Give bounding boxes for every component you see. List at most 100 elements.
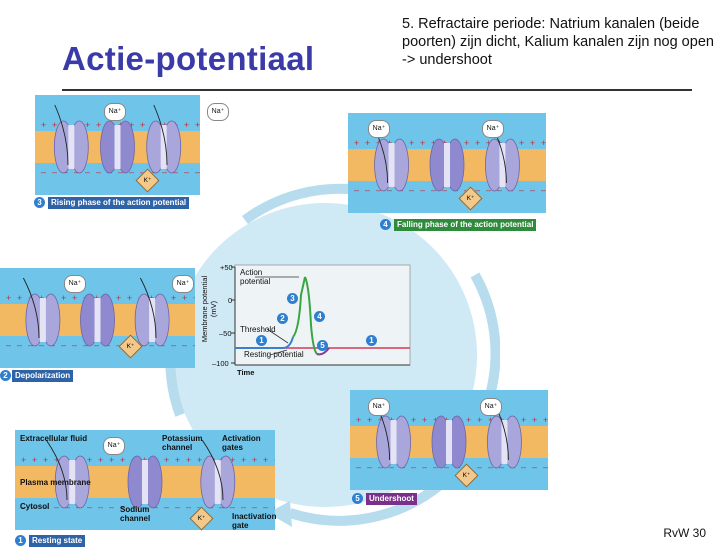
charge-sign: – xyxy=(72,340,77,350)
charge-sign: – xyxy=(164,502,169,512)
charge-sign: – xyxy=(149,340,154,350)
charge-sign: – xyxy=(519,185,524,195)
charge-sign: – xyxy=(94,340,99,350)
channel-pore xyxy=(214,460,221,504)
charge-sign: – xyxy=(193,340,195,350)
phase-number-2: 2 xyxy=(0,370,11,381)
charge-sign: + xyxy=(127,293,132,303)
charge-sign: – xyxy=(532,462,537,472)
channel-pore xyxy=(446,420,452,464)
channel-pore xyxy=(390,420,397,464)
charge-sign: + xyxy=(486,138,491,148)
charge-sign: – xyxy=(541,185,546,195)
caption-undershoot: Undershoot xyxy=(366,493,417,505)
charge-sign: + xyxy=(367,415,372,425)
label-plasma-membrane: Plasma membrane xyxy=(20,478,91,487)
charge-sign: – xyxy=(263,502,268,512)
charge-sign: – xyxy=(175,502,180,512)
charge-sign: + xyxy=(85,120,90,130)
charge-sign: + xyxy=(195,120,200,130)
panel-falling-phase: +–+–+–+–+–+–+–+–+–+–+–+–+–+–+–+–+–+– xyxy=(348,113,546,213)
charge-sign: + xyxy=(541,138,546,148)
charge-sign: – xyxy=(543,462,548,472)
graph-marker-2: 2 xyxy=(277,313,288,324)
charge-sign: + xyxy=(543,415,548,425)
charge-sign: + xyxy=(521,415,526,425)
label-action-potential: Action potential xyxy=(240,268,271,286)
ytick-minus100: –100 xyxy=(212,359,229,368)
charge-sign: + xyxy=(420,138,425,148)
ion-flow-arrow xyxy=(54,104,69,166)
label-potassium-channel: Potassium channel xyxy=(162,434,203,452)
charge-sign: – xyxy=(219,502,224,512)
charge-sign: – xyxy=(98,502,103,512)
graph-xlabel: Time xyxy=(237,368,255,377)
charge-sign: + xyxy=(230,455,235,465)
footer-credit: RvW 30 xyxy=(663,526,706,540)
charge-sign: – xyxy=(32,502,37,512)
channel-pore xyxy=(444,143,450,187)
charge-sign: + xyxy=(532,415,537,425)
charge-sign: + xyxy=(182,293,187,303)
charge-sign: + xyxy=(186,455,191,465)
phase-number-1: 1 xyxy=(15,535,26,546)
charge-sign: – xyxy=(65,502,70,512)
charge-sign: – xyxy=(274,502,275,512)
charge-sign: + xyxy=(431,138,436,148)
charge-sign: – xyxy=(475,185,480,195)
graph-marker-5: 5 xyxy=(317,340,328,351)
graph-marker-3: 3 xyxy=(287,293,298,304)
ion-na: Na⁺ xyxy=(482,120,504,138)
caption-rising-phase: Rising phase of the action potential xyxy=(48,197,190,209)
charge-sign: – xyxy=(431,185,436,195)
caption-falling-phase: Falling phase of the action potential xyxy=(394,219,537,231)
charge-sign: – xyxy=(387,185,392,195)
panel-depolarization: +–+–+–+–+–+–+–+–+–+–+–+–+–+–+–+–+–+– xyxy=(0,268,195,368)
graph-marker-1b: 1 xyxy=(366,335,377,346)
charge-sign: – xyxy=(41,167,46,177)
membrane-illustration: +–+–+–+–+–+–+–+–+–+–+–+–+–+–+–+–+–+–+–+–… xyxy=(15,430,275,530)
charge-sign: + xyxy=(356,415,361,425)
ion-flow-arrow xyxy=(23,277,40,339)
charge-sign: + xyxy=(21,455,26,465)
charge-sign: – xyxy=(162,167,167,177)
charge-sign: – xyxy=(530,185,535,195)
charge-sign: + xyxy=(184,120,189,130)
charge-sign: + xyxy=(43,455,48,465)
charge-sign: + xyxy=(530,138,535,148)
charge-sign: – xyxy=(120,502,125,512)
charge-sign: – xyxy=(409,185,414,195)
ion-flow-arrow xyxy=(45,439,68,501)
charge-sign: – xyxy=(118,167,123,177)
charge-sign: + xyxy=(488,415,493,425)
page-title: Actie-potentiaal xyxy=(62,40,315,77)
charge-sign: – xyxy=(354,185,359,195)
charge-sign: + xyxy=(197,455,202,465)
charge-sign: + xyxy=(41,120,46,130)
charge-sign: – xyxy=(433,462,438,472)
membrane-illustration: +–+–+–+–+–+–+–+–+–+–+–+–+–+–+–+–+–+– xyxy=(0,268,195,368)
charge-sign: – xyxy=(43,502,48,512)
charge-sign: – xyxy=(499,462,504,472)
charge-sign: – xyxy=(376,185,381,195)
charge-sign: – xyxy=(52,167,57,177)
channel-pore xyxy=(69,460,76,504)
charge-sign: – xyxy=(21,502,26,512)
charge-sign: + xyxy=(52,120,57,130)
charge-sign: + xyxy=(354,138,359,148)
charge-sign: + xyxy=(252,455,257,465)
charge-sign: – xyxy=(182,340,187,350)
charge-sign: + xyxy=(54,455,59,465)
charge-sign: + xyxy=(409,138,414,148)
charge-sign: – xyxy=(17,340,22,350)
membrane-illustration: +–+–+–+–+–+–+–+–+–+–+–+–+–+–+–+–+–+– xyxy=(348,113,546,213)
charge-sign: + xyxy=(6,293,11,303)
action-potential-graph xyxy=(231,264,411,366)
label-resting-potential: Resting potential xyxy=(244,350,304,359)
label-cytosol: Cytosol xyxy=(20,502,50,511)
charge-sign: – xyxy=(28,340,33,350)
charge-sign: – xyxy=(365,185,370,195)
charge-sign: + xyxy=(17,293,22,303)
charge-sign: – xyxy=(422,462,427,472)
charge-sign: – xyxy=(486,185,491,195)
